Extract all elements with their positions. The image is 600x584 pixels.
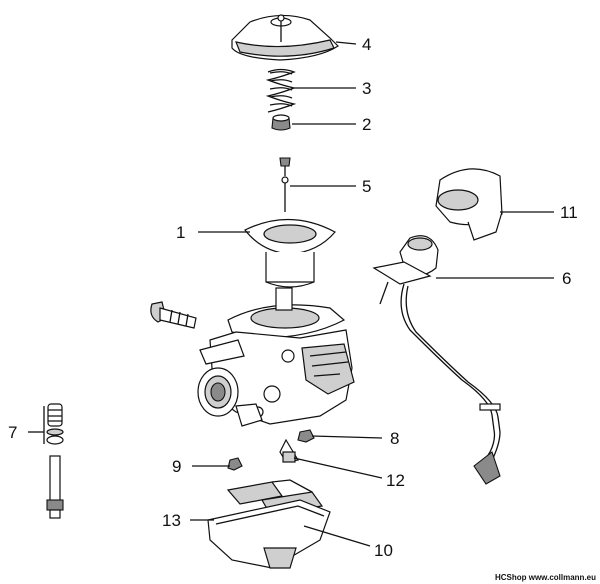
leader-lines (28, 41, 554, 547)
callout-5: 5 (362, 177, 371, 196)
callout-7: 7 (8, 423, 17, 442)
footer-watermark: HCShop www.collmann.eu (495, 573, 596, 582)
part-9-small-nut (227, 457, 243, 471)
callout-6: 6 (562, 269, 571, 288)
part-1-slide-diaphragm (244, 218, 336, 288)
part-3-spring (265, 68, 297, 113)
callout-3: 3 (362, 79, 371, 98)
carburetor-body (150, 287, 355, 427)
callout-12: 12 (386, 471, 405, 490)
part-11-cap (435, 168, 503, 241)
part-13-float-bowl (207, 499, 331, 569)
callout-10: 10 (374, 541, 393, 560)
callout-1: 1 (176, 223, 185, 242)
part-4-top-cover (231, 14, 339, 61)
callout-4: 4 (362, 35, 371, 54)
callout-9: 9 (172, 457, 181, 476)
part-2-seat (271, 114, 291, 131)
callout-labels: 4 3 2 5 1 11 6 7 8 9 12 13 10 (8, 35, 578, 560)
callout-8: 8 (390, 429, 399, 448)
callout-11: 11 (560, 203, 578, 222)
part-12-float-needle (279, 438, 299, 463)
callout-2: 2 (362, 115, 371, 134)
part-5-needle (279, 157, 291, 212)
part-8-nut (297, 429, 315, 443)
part-7-jets (46, 403, 64, 519)
part-6-enricher-cable (372, 235, 501, 485)
callout-13: 13 (162, 511, 181, 530)
